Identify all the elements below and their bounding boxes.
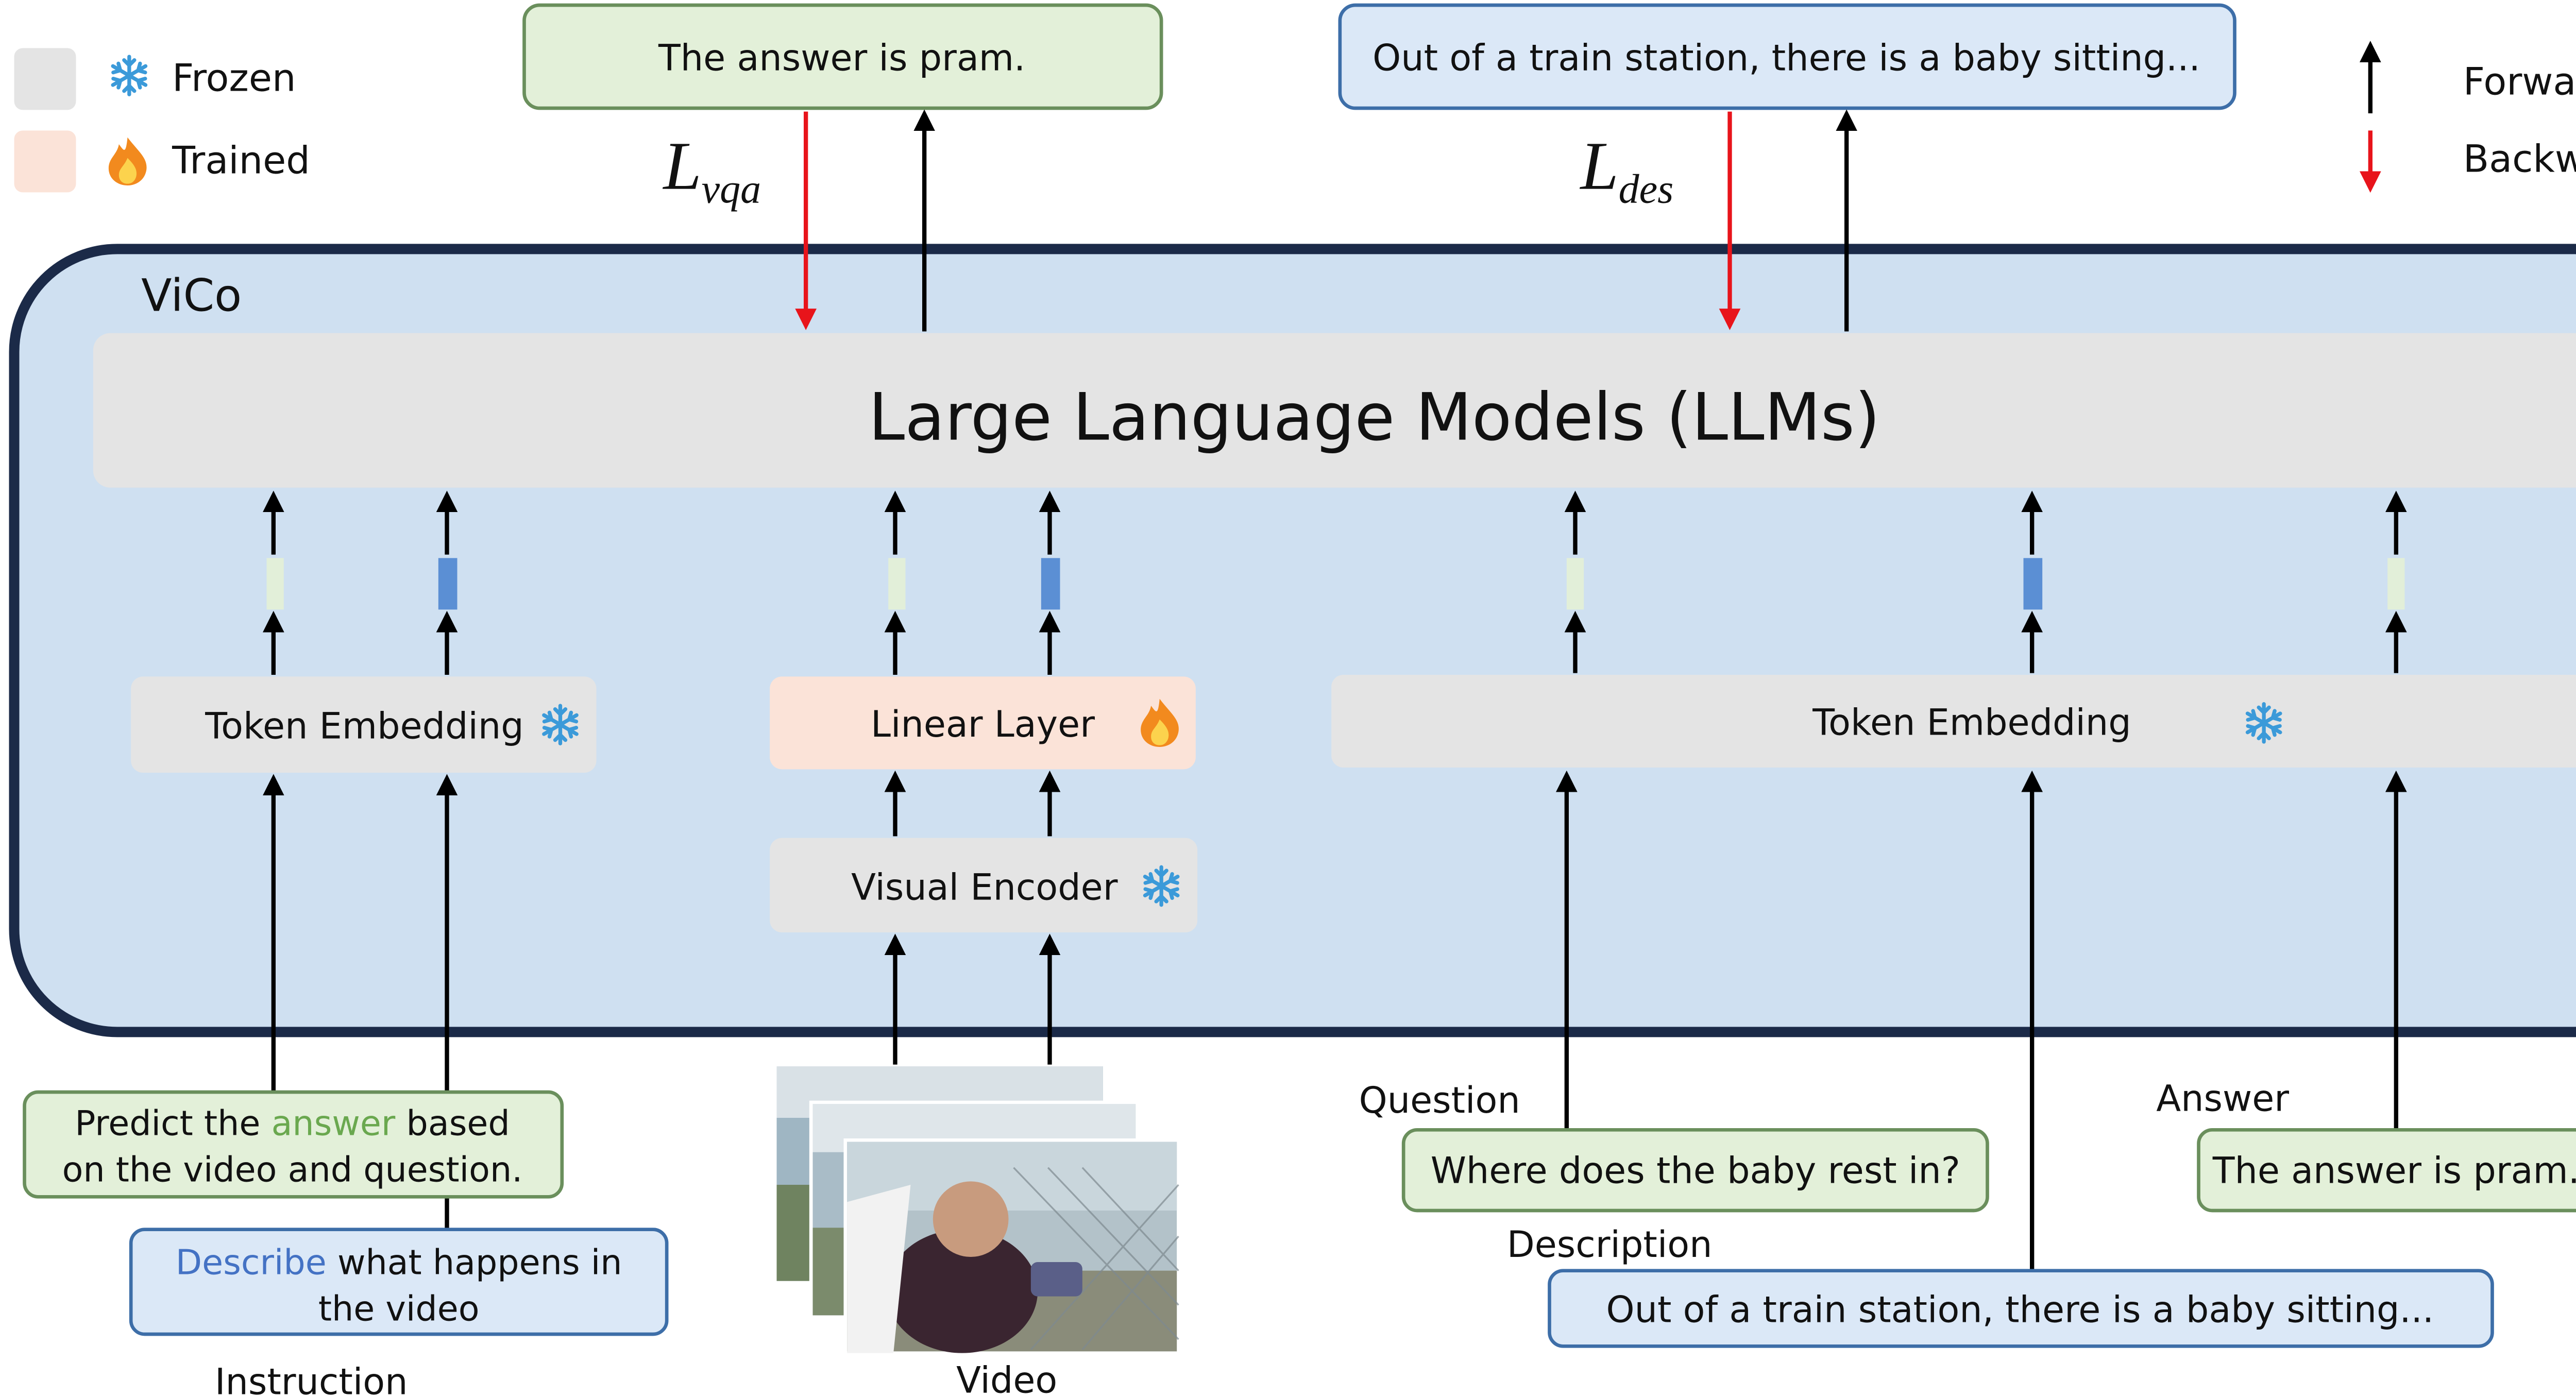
- vqa-output: The answer is pram.: [522, 3, 1163, 110]
- description-text: Out of a train station, there is a baby …: [1606, 1289, 2434, 1331]
- answer-caption: Answer: [2156, 1078, 2289, 1120]
- llm-box: [93, 333, 2576, 488]
- des-instruction-line2: the video: [318, 1288, 480, 1329]
- chip-to-llm-arrows: [263, 490, 2407, 555]
- description-box: [1548, 1269, 2494, 1348]
- token-chip-light: [2387, 558, 2405, 610]
- llm-label: Large Language Models (LLMs): [869, 379, 1880, 455]
- question-box: [1401, 1128, 1989, 1213]
- fire-icon: [108, 137, 147, 185]
- encoder-to-linear-arrows: [884, 770, 1061, 837]
- trained-swatch: [14, 130, 76, 193]
- token-embedding-left-label: Token Embedding: [205, 705, 523, 747]
- visual-encoder-box: [770, 838, 1198, 932]
- vqa-instruction-box: [23, 1090, 564, 1199]
- legend: Frozen Trained Forward Backward: [14, 41, 2576, 193]
- vqa-output-text: The answer is pram.: [658, 37, 1025, 79]
- token-chip-blue: [1041, 558, 1060, 610]
- video-frames: [776, 1066, 1180, 1355]
- baby-head: [933, 1181, 1009, 1257]
- description-output: Out of a train station, there is a baby …: [1338, 3, 2236, 110]
- trained-label: Trained: [172, 139, 310, 183]
- answer-box: [2197, 1128, 2576, 1213]
- vqa-instruction-line2: on the video and question.: [62, 1149, 523, 1189]
- backward-label: Backward: [2463, 137, 2576, 181]
- description-output-text: Out of a train station, there is a baby …: [1372, 37, 2200, 79]
- instruction-caption: Instruction: [215, 1361, 408, 1396]
- description-output-box: [1338, 3, 2236, 110]
- token-embedding-left-box: [131, 676, 597, 773]
- des-instruction-line1: Describe what happens in: [176, 1242, 622, 1282]
- snowflake-icon: [113, 57, 145, 94]
- token-embedding-right-box: [1331, 675, 2576, 768]
- question-text: Where does the baby rest in?: [1431, 1150, 1960, 1192]
- des-loss-label: Ldes: [1580, 128, 1674, 212]
- token-embedding-right-label: Token Embedding: [1812, 702, 2131, 744]
- frozen-label: Frozen: [172, 57, 296, 100]
- baby-figure: [886, 1229, 1038, 1353]
- vqa-output-box: [522, 3, 1163, 110]
- vqa-loss-label: Lvqa: [663, 128, 761, 212]
- vico-label: ViCo: [141, 270, 242, 321]
- visual-encoder-label: Visual Encoder: [851, 866, 1118, 909]
- answer-text: The answer is pram.: [2212, 1150, 2576, 1192]
- token-chip-blue: [438, 558, 457, 610]
- token-chip-blue: [2023, 558, 2043, 610]
- token-chip-light: [888, 558, 906, 610]
- video-caption: Video: [956, 1359, 1057, 1396]
- description-caption: Description: [1507, 1223, 1713, 1266]
- des-instruction-box: [129, 1228, 669, 1336]
- frozen-swatch: [14, 48, 76, 110]
- module-to-chip-arrows: [263, 610, 2407, 675]
- forward-label: Forward: [2463, 60, 2576, 104]
- linear-layer-box: [770, 676, 1196, 770]
- token-chip-light: [1566, 558, 1584, 610]
- question-caption: Question: [1359, 1079, 1520, 1121]
- token-chip-light: [266, 558, 284, 610]
- linear-layer-label: Linear Layer: [871, 703, 1095, 745]
- vqa-instruction-line1: Predict the answer based: [75, 1103, 510, 1143]
- video-frame: [843, 1138, 1180, 1355]
